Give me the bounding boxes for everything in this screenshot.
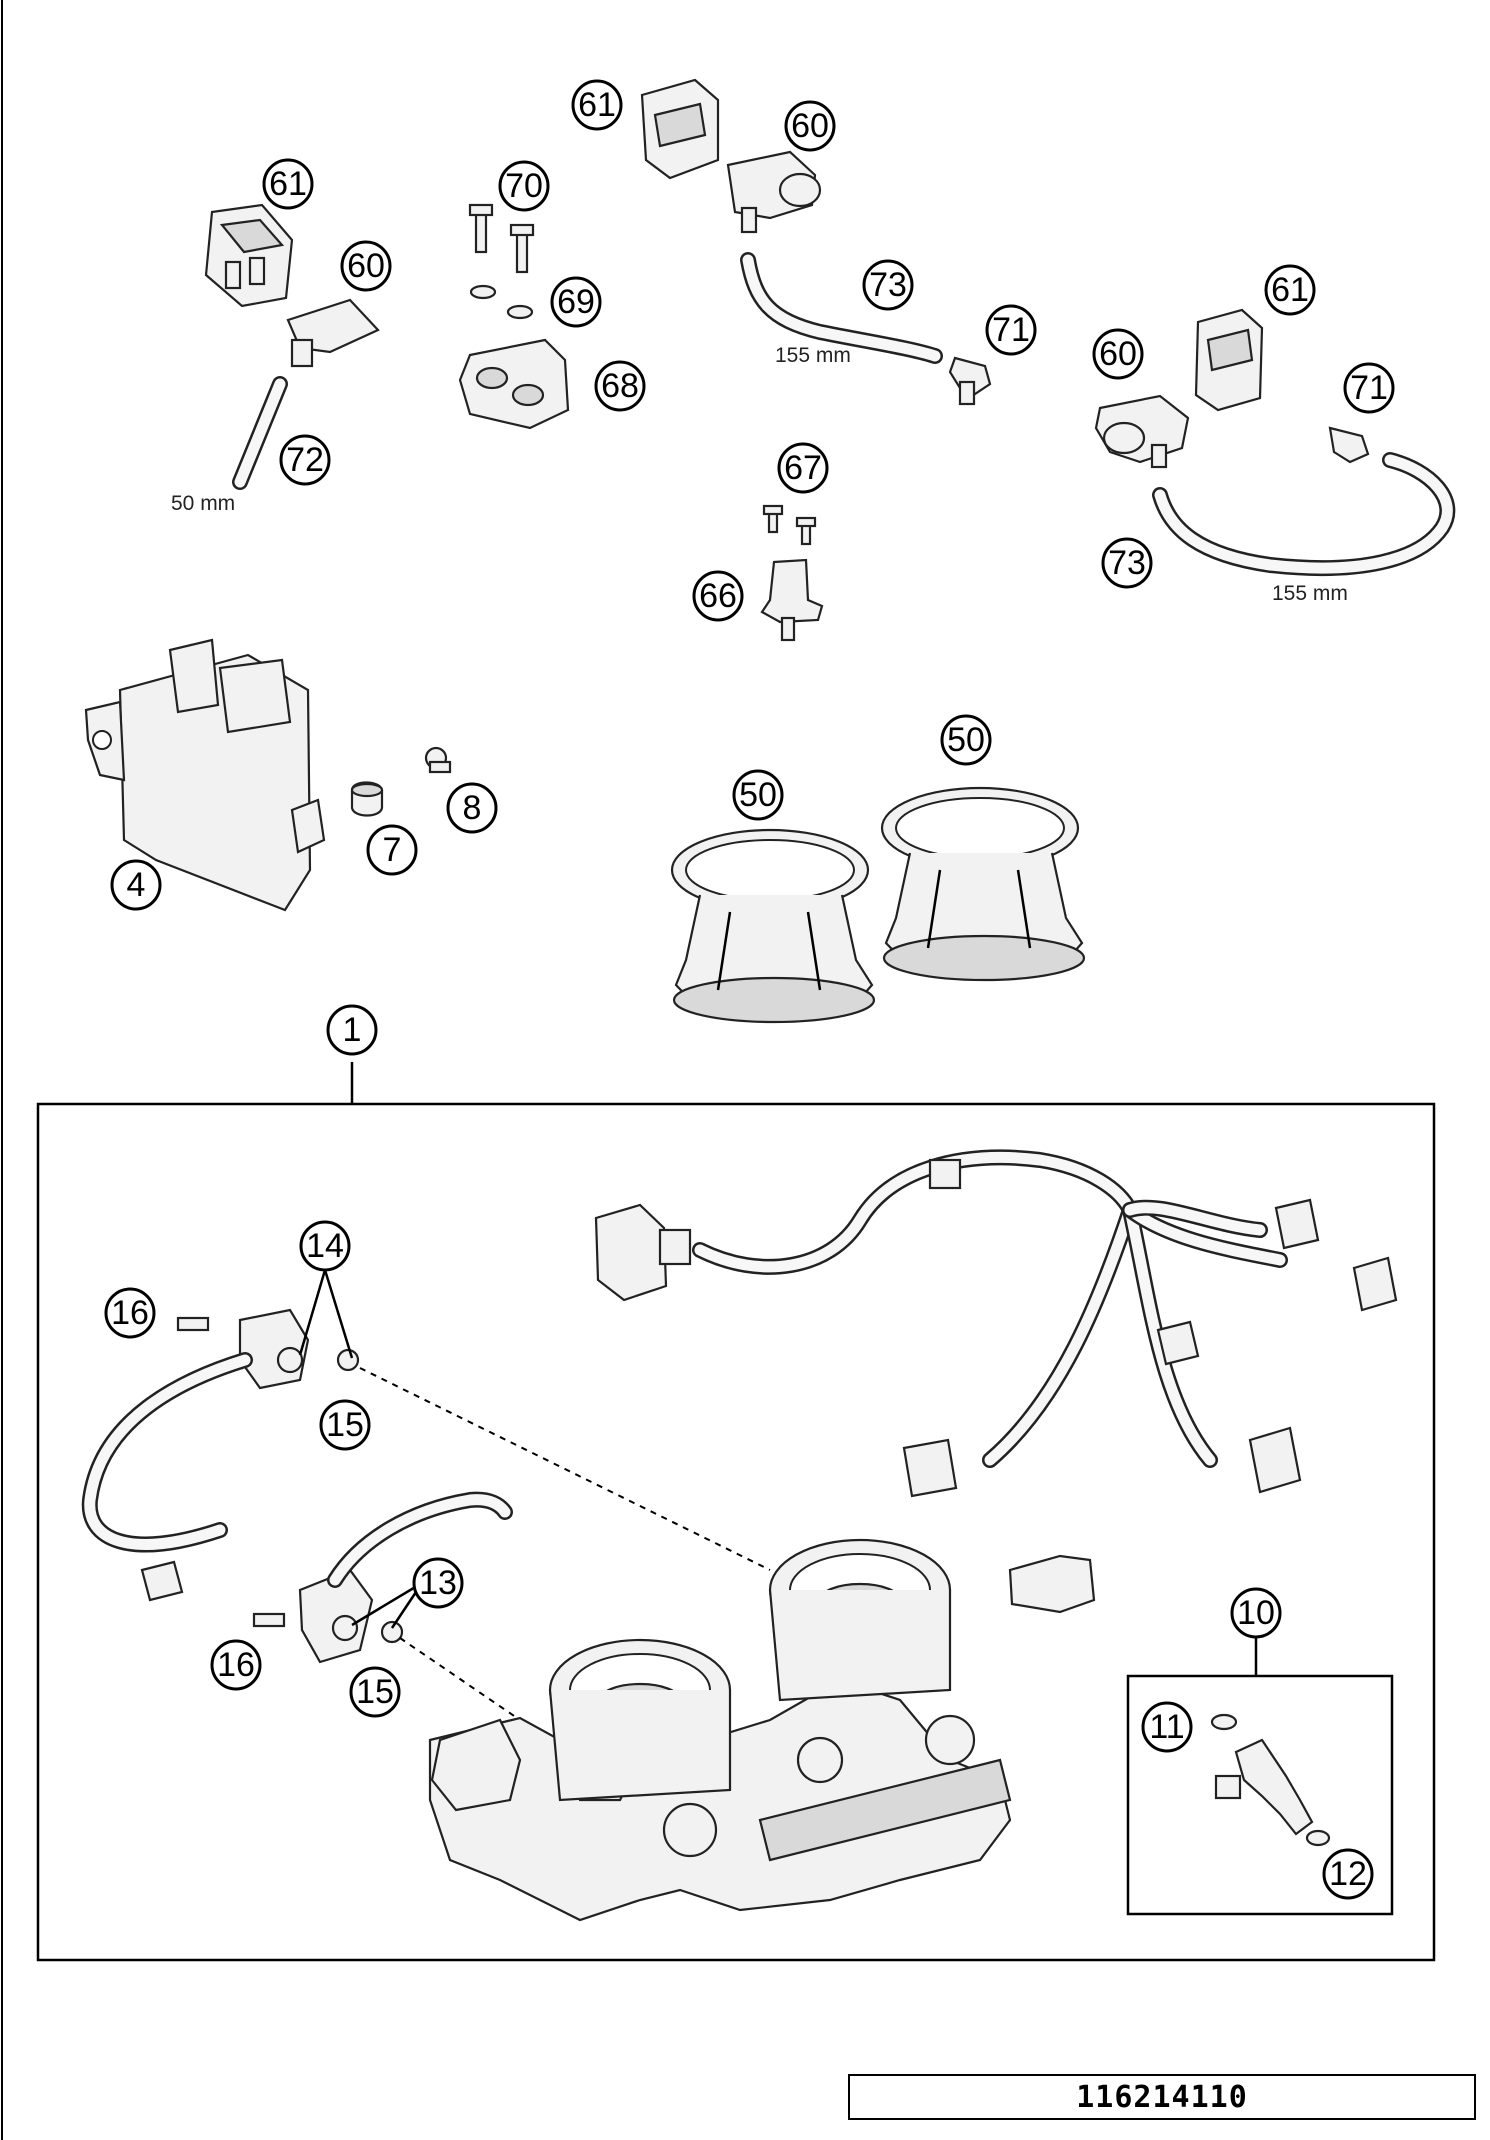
- svg-text:7: 7: [383, 831, 402, 869]
- callout-13: 13: [412, 1557, 464, 1609]
- svg-text:8: 8: [463, 789, 482, 827]
- svg-text:16: 16: [111, 1294, 149, 1332]
- callout-60-right: 60: [1092, 328, 1144, 380]
- callout-72: 72: [279, 434, 331, 486]
- svg-text:4: 4: [127, 866, 146, 904]
- svg-text:71: 71: [992, 311, 1030, 349]
- ecu-group: [84, 638, 452, 912]
- svg-text:69: 69: [557, 283, 595, 321]
- svg-text:60: 60: [1099, 335, 1137, 373]
- svg-text:15: 15: [326, 1406, 364, 1444]
- callout-66: 66: [692, 570, 744, 622]
- bracket-group: [458, 203, 570, 430]
- svg-text:73: 73: [869, 266, 907, 304]
- injector: [1210, 1713, 1331, 1847]
- callout-71-top: 71: [985, 304, 1037, 356]
- callout-16-upper: 16: [104, 1287, 156, 1339]
- callout-8: 8: [446, 782, 498, 834]
- svg-text:1: 1: [343, 1011, 362, 1049]
- callout-50-right: 50: [940, 714, 992, 766]
- callout-60-top-center: 60: [784, 100, 836, 152]
- svg-text:70: 70: [505, 167, 543, 205]
- svg-text:11: 11: [1149, 1708, 1184, 1746]
- svg-text:71: 71: [1350, 369, 1388, 407]
- sensor-group-left: 50 mm: [171, 203, 380, 515]
- callout-71-right: 71: [1343, 362, 1395, 414]
- wiring-harness: [594, 1149, 1398, 1498]
- leader-item-14: [298, 1269, 354, 1359]
- callout-15-upper: 15: [319, 1399, 371, 1451]
- document-number-box: 116214110: [848, 2074, 1476, 2120]
- sensor-group-center: 155 mm: [640, 78, 992, 406]
- dimension-label-hose-72: 50 mm: [171, 492, 235, 515]
- callout-50-left: 50: [732, 769, 784, 821]
- dimension-label-hose-73-top: 155 mm: [775, 344, 851, 367]
- svg-text:60: 60: [347, 247, 385, 285]
- svg-text:68: 68: [601, 367, 639, 405]
- callout-1: 1: [326, 1004, 378, 1056]
- svg-text:13: 13: [419, 1564, 457, 1602]
- svg-text:10: 10: [1237, 1594, 1275, 1632]
- callout-14: 14: [299, 1220, 351, 1272]
- svg-text:60: 60: [791, 107, 829, 145]
- throttle-assembly-frame: [36, 1102, 1436, 1962]
- svg-text:14: 14: [306, 1227, 344, 1265]
- callout-67: 67: [777, 442, 829, 494]
- svg-text:73: 73: [1108, 544, 1146, 582]
- callout-60-top-left: 60: [340, 240, 392, 292]
- callout-73-top: 73: [862, 259, 914, 311]
- sensor-13-harness: [252, 1491, 513, 1664]
- alignment-line-upper: [359, 1367, 771, 1571]
- svg-text:72: 72: [286, 441, 324, 479]
- dimension-label-hose-73-right: 155 mm: [1272, 582, 1348, 605]
- svg-text:15: 15: [356, 1673, 394, 1711]
- callout-10: 10: [1230, 1587, 1282, 1639]
- sensor-group-66: [760, 504, 824, 642]
- sensor-14-harness: [81, 1308, 360, 1602]
- callout-11: 11: [1141, 1701, 1193, 1753]
- callout-73-right: 73: [1101, 537, 1153, 589]
- callout-61-right: 61: [1264, 264, 1316, 316]
- intake-funnel-group: [670, 786, 1086, 1024]
- callout-12: 12: [1322, 1848, 1374, 1900]
- injector-kit-frame: [1126, 1674, 1394, 1916]
- svg-text:61: 61: [578, 86, 616, 124]
- callout-7: 7: [366, 824, 418, 876]
- alignment-line-lower: [399, 1637, 521, 1721]
- callout-68: 68: [594, 360, 646, 412]
- callout-16-lower: 16: [210, 1639, 262, 1691]
- svg-text:66: 66: [699, 577, 737, 615]
- svg-text:61: 61: [269, 165, 307, 203]
- svg-text:67: 67: [784, 449, 822, 487]
- svg-text:12: 12: [1329, 1855, 1367, 1893]
- svg-text:16: 16: [217, 1646, 255, 1684]
- callout-4: 4: [110, 859, 162, 911]
- callout-69: 69: [550, 276, 602, 328]
- svg-text:50: 50: [947, 721, 985, 759]
- sensor-group-right: 155 mm: [1094, 308, 1456, 605]
- svg-text:61: 61: [1271, 271, 1309, 309]
- callout-15-lower: 15: [349, 1666, 401, 1718]
- callout-61-top-left: 61: [262, 158, 314, 210]
- throttle-body: [428, 1538, 1096, 1922]
- callout-70: 70: [498, 160, 550, 212]
- svg-text:50: 50: [739, 776, 777, 814]
- callout-61-top-center: 61: [571, 79, 623, 131]
